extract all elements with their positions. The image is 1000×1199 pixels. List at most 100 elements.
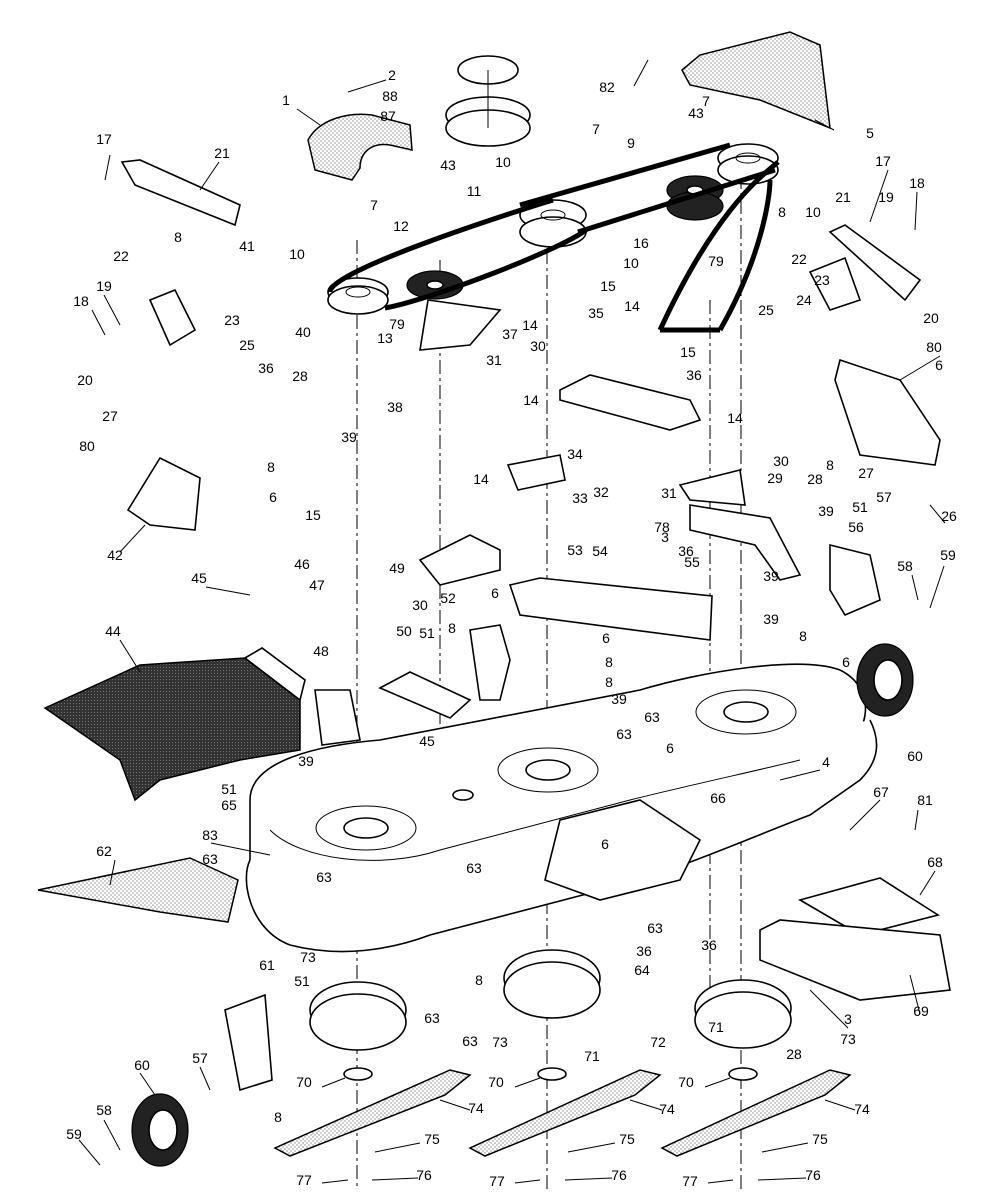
part-label-68: 68 xyxy=(927,854,943,870)
part-label-59: 59 xyxy=(66,1126,82,1142)
belt-cover-right xyxy=(681,31,831,130)
part-label-69: 69 xyxy=(913,1003,929,1019)
belt-cover-left xyxy=(307,113,413,181)
part-label-57: 57 xyxy=(192,1050,208,1066)
part-label-3: 3 xyxy=(661,529,669,545)
part-label-63: 63 xyxy=(202,851,218,867)
part-label-39: 39 xyxy=(763,568,779,584)
part-label-63: 63 xyxy=(462,1033,478,1049)
part-label-58: 58 xyxy=(897,558,913,574)
part-label-19: 19 xyxy=(96,278,112,294)
part-label-6: 6 xyxy=(935,357,943,373)
part-label-63: 63 xyxy=(616,726,632,742)
part-label-14: 14 xyxy=(523,392,539,408)
part-label-38: 38 xyxy=(387,399,403,415)
part-label-22: 22 xyxy=(113,248,129,264)
part-label-15: 15 xyxy=(680,344,696,360)
part-label-21: 21 xyxy=(835,189,851,205)
pulleys xyxy=(327,55,779,315)
part-label-61: 61 xyxy=(259,957,275,973)
part-label-60: 60 xyxy=(907,748,923,764)
part-label-60: 60 xyxy=(134,1057,150,1073)
part-label-80: 80 xyxy=(926,339,942,355)
part-label-59: 59 xyxy=(940,547,956,563)
leader-lines xyxy=(78,59,946,1184)
blade-adapters xyxy=(309,949,792,1081)
part-label-48: 48 xyxy=(313,643,329,659)
part-label-72: 72 xyxy=(650,1034,666,1050)
part-label-65: 65 xyxy=(221,797,237,813)
part-label-36: 36 xyxy=(636,943,652,959)
part-label-77: 77 xyxy=(489,1173,505,1189)
part-label-10: 10 xyxy=(495,154,511,170)
part-label-14: 14 xyxy=(522,317,538,333)
part-label-6: 6 xyxy=(666,740,674,756)
part-label-77: 77 xyxy=(682,1173,698,1189)
drive-belts xyxy=(327,142,780,333)
part-label-73: 73 xyxy=(300,949,316,965)
brackets xyxy=(120,159,951,1092)
part-label-37: 37 xyxy=(502,326,518,342)
part-label-39: 39 xyxy=(298,753,314,769)
part-label-63: 63 xyxy=(466,860,482,876)
part-label-76: 76 xyxy=(805,1167,821,1183)
part-label-79: 79 xyxy=(389,316,405,332)
part-label-28: 28 xyxy=(292,368,308,384)
part-label-3: 3 xyxy=(844,1011,852,1027)
part-label-49: 49 xyxy=(389,560,405,576)
part-label-51: 51 xyxy=(419,625,435,641)
blades xyxy=(273,1069,852,1157)
part-label-63: 63 xyxy=(644,709,660,725)
part-label-73: 73 xyxy=(492,1034,508,1050)
part-label-58: 58 xyxy=(96,1102,112,1118)
spindle-axis-lines xyxy=(356,150,742,1190)
part-label-36: 36 xyxy=(258,360,274,376)
grass-chute xyxy=(43,647,306,802)
part-label-54: 54 xyxy=(592,543,608,559)
part-label-9: 9 xyxy=(627,135,635,151)
part-label-28: 28 xyxy=(786,1046,802,1062)
part-label-8: 8 xyxy=(475,972,483,988)
part-label-78: 78 xyxy=(654,519,670,535)
part-label-75: 75 xyxy=(812,1131,828,1147)
part-label-36: 36 xyxy=(686,367,702,383)
part-label-76: 76 xyxy=(611,1167,627,1183)
part-label-63: 63 xyxy=(647,920,663,936)
part-label-36: 36 xyxy=(678,543,694,559)
part-label-45: 45 xyxy=(191,570,207,586)
part-label-51: 51 xyxy=(221,781,237,797)
part-label-71: 71 xyxy=(584,1048,600,1064)
part-label-77: 77 xyxy=(296,1172,312,1188)
part-label-88: 88 xyxy=(382,88,398,104)
part-label-74: 74 xyxy=(659,1101,675,1117)
part-label-70: 70 xyxy=(296,1074,312,1090)
part-label-50: 50 xyxy=(396,623,412,639)
part-label-18: 18 xyxy=(909,175,925,191)
part-label-63: 63 xyxy=(424,1010,440,1026)
part-label-26: 26 xyxy=(941,508,957,524)
part-label-74: 74 xyxy=(468,1100,484,1116)
part-label-33: 33 xyxy=(572,490,588,506)
part-label-81: 81 xyxy=(917,792,933,808)
part-label-8: 8 xyxy=(605,674,613,690)
part-label-21: 21 xyxy=(214,145,230,161)
part-label-8: 8 xyxy=(826,457,834,473)
part-label-14: 14 xyxy=(624,298,640,314)
part-label-53: 53 xyxy=(567,542,583,558)
part-label-1: 1 xyxy=(282,92,290,108)
part-label-82: 82 xyxy=(599,79,615,95)
part-label-64: 64 xyxy=(634,962,650,978)
part-label-22: 22 xyxy=(791,251,807,267)
part-label-32: 32 xyxy=(593,484,609,500)
part-label-40: 40 xyxy=(295,324,311,340)
part-label-20: 20 xyxy=(923,310,939,326)
part-label-67: 67 xyxy=(873,784,889,800)
part-label-66: 66 xyxy=(710,790,726,806)
part-label-28: 28 xyxy=(807,471,823,487)
part-label-43: 43 xyxy=(688,105,704,121)
part-label-10: 10 xyxy=(805,204,821,220)
part-label-6: 6 xyxy=(491,585,499,601)
part-label-8: 8 xyxy=(448,620,456,636)
